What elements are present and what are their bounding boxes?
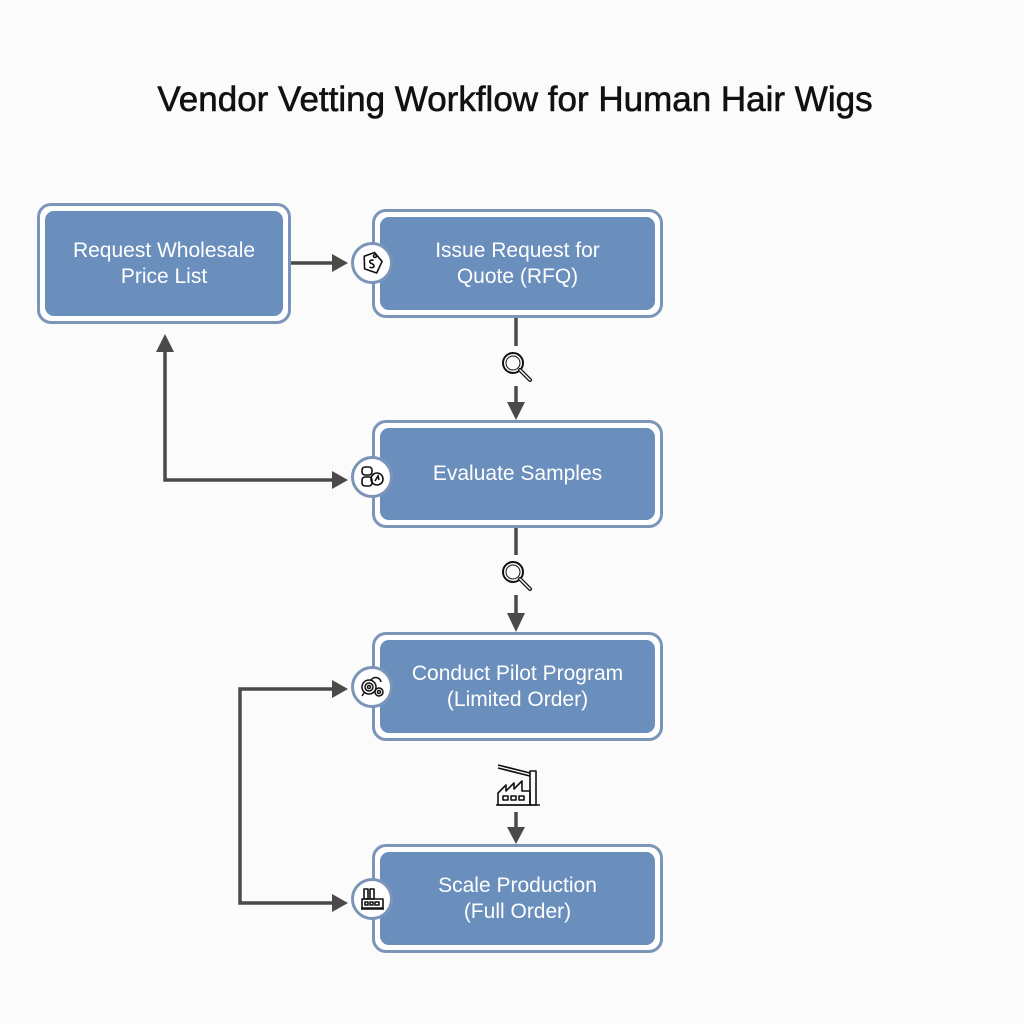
- node-body: Scale Production (Full Order): [380, 852, 655, 945]
- price-tag-icon: [351, 242, 393, 284]
- node-scale-production[interactable]: Scale Production (Full Order): [372, 844, 663, 953]
- hair-coil-icon: [351, 666, 393, 708]
- magnifier-icon: [498, 348, 536, 386]
- node-label-line: Issue Request for: [435, 238, 600, 262]
- node-label-line: (Limited Order): [446, 687, 589, 711]
- node-body: Evaluate Samples: [380, 428, 655, 520]
- factory-icon: [494, 757, 542, 809]
- diagram-title: Vendor Vetting Workflow for Human Hair W…: [157, 80, 873, 120]
- node-label-line: Quote (RFQ): [456, 264, 579, 288]
- node-request-price-list[interactable]: Request Wholesale Price List: [37, 203, 291, 324]
- node-label-line: Conduct Pilot Program: [411, 661, 624, 685]
- node-body: Issue Request for Quote (RFQ): [380, 217, 655, 310]
- node-label-line: Request Wholesale: [72, 238, 256, 262]
- node-body: Conduct Pilot Program (Limited Order): [380, 640, 655, 733]
- node-body: Request Wholesale Price List: [45, 211, 283, 316]
- node-label-line: (Full Order): [463, 899, 572, 923]
- edge-samples-to-pilot: [507, 528, 525, 632]
- edge-branch-pilot-scale: [238, 680, 348, 912]
- factory-icon: [351, 878, 393, 920]
- node-label-line: Scale Production: [438, 873, 597, 897]
- node-pilot-program[interactable]: Conduct Pilot Program (Limited Order): [372, 632, 663, 741]
- edge-rfq-to-samples: [507, 318, 525, 420]
- edge-samples-to-price-list: [156, 334, 348, 489]
- magnifier-icon: [498, 557, 536, 595]
- node-label-line: Price List: [120, 264, 208, 288]
- edge-price-list-to-rfq: [291, 254, 348, 272]
- node-label-line: Evaluate Samples: [432, 462, 603, 485]
- edge-pilot-to-scale: [507, 812, 525, 844]
- samples-evaluation-icon: [351, 456, 393, 498]
- node-issue-rfq[interactable]: Issue Request for Quote (RFQ): [372, 209, 663, 318]
- node-evaluate-samples[interactable]: Evaluate Samples: [372, 420, 663, 528]
